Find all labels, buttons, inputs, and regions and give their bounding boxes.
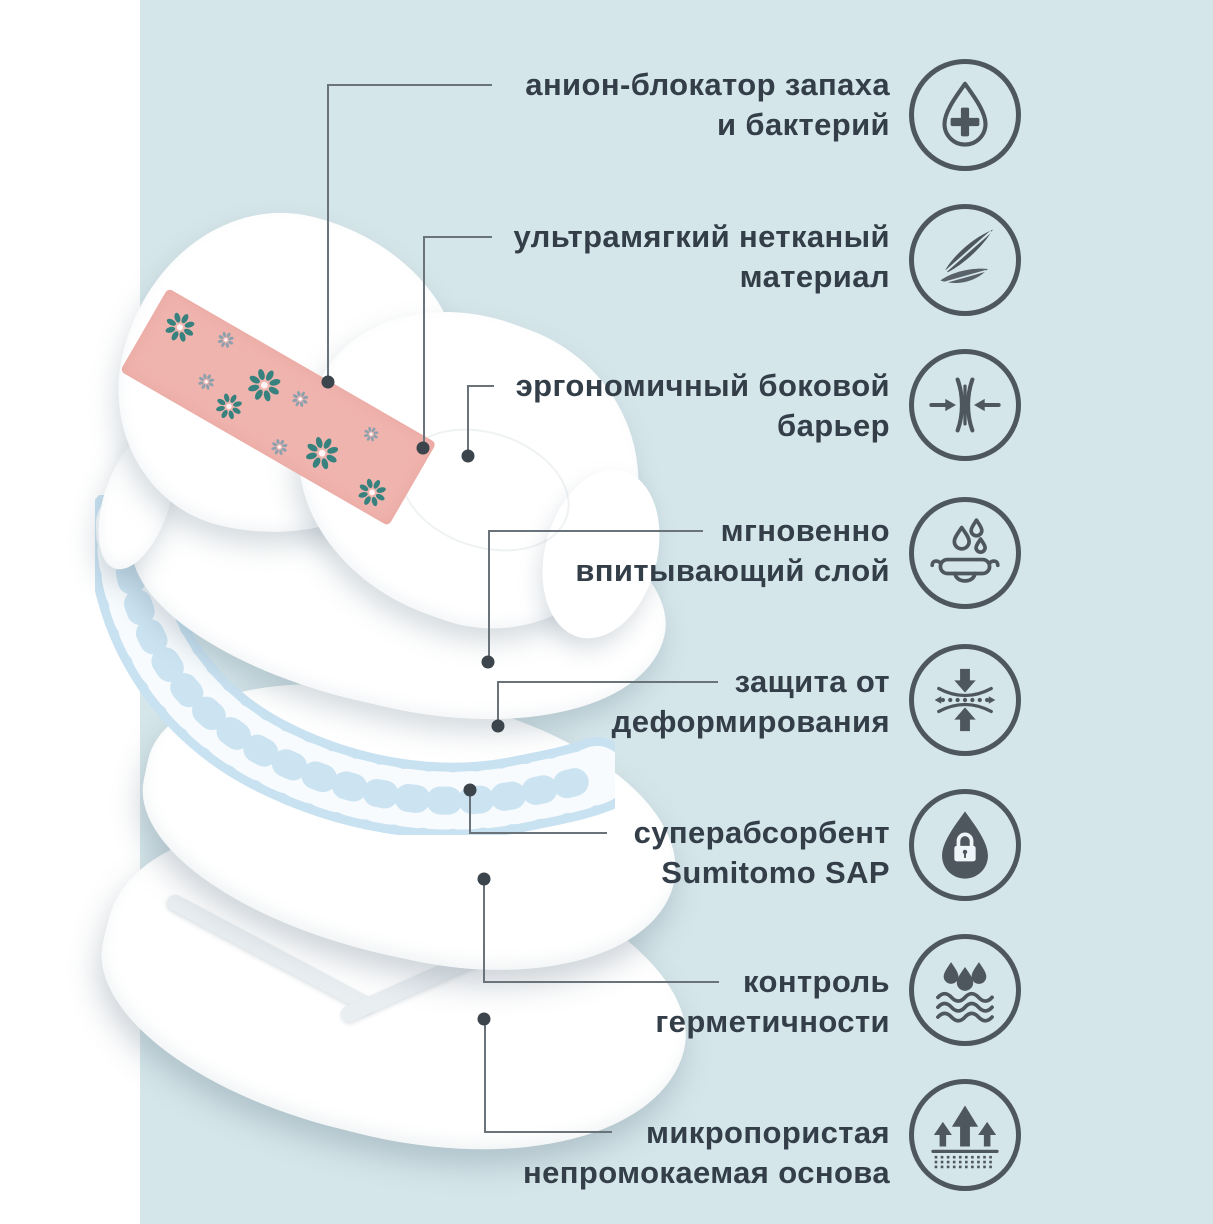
feature-text-line2: материал bbox=[739, 259, 890, 294]
connector-line bbox=[424, 236, 492, 238]
feature-label-soft-material: ультрамягкий нетканый материал bbox=[350, 217, 890, 297]
connector-line bbox=[468, 385, 494, 387]
feature-label-anion-blocker: анион-блокатор запаха и бактерий bbox=[350, 65, 890, 145]
anti-deformation-icon bbox=[934, 668, 996, 732]
feature-text-line1: ультрамягкий нетканый bbox=[513, 219, 890, 254]
locked-drop-icon bbox=[942, 811, 988, 879]
gray-flower-icon bbox=[212, 326, 239, 353]
connector-dot bbox=[481, 655, 495, 669]
connector-dot bbox=[477, 872, 491, 886]
gray-flower-icon bbox=[193, 368, 220, 395]
feature-text-line2: герметичности bbox=[655, 1004, 890, 1039]
feature-text-line1: эргономичный боковой bbox=[515, 368, 890, 403]
connector-dot bbox=[491, 719, 505, 733]
feature-label-leak-control: контроль герметичности bbox=[350, 962, 890, 1042]
connector-dot bbox=[461, 449, 475, 463]
feature-text-line1: микропористая bbox=[646, 1115, 890, 1150]
feature-badge bbox=[909, 204, 1021, 316]
feature-text-line1: защита от bbox=[734, 664, 890, 699]
side-compression-icon bbox=[929, 377, 1001, 433]
breathable-base-icon bbox=[931, 1105, 999, 1169]
feature-text-line2: деформирования bbox=[611, 704, 890, 739]
connector-line bbox=[497, 681, 499, 726]
connector-line bbox=[467, 385, 469, 456]
connector-line bbox=[469, 790, 471, 834]
feature-text-line1: мгновенно bbox=[720, 513, 890, 548]
feature-label-breathable-base: микропористая непромокаемая основа bbox=[350, 1113, 890, 1193]
gray-flower-icon bbox=[287, 385, 314, 412]
feature-badge bbox=[909, 59, 1021, 171]
connector-line bbox=[328, 84, 492, 86]
sap-rope-layer bbox=[95, 495, 615, 835]
connector-line bbox=[484, 1019, 486, 1133]
connector-line bbox=[469, 832, 607, 834]
feature-text-line2: Sumitomo SAP bbox=[661, 855, 890, 890]
feature-badge bbox=[909, 644, 1021, 756]
connector-line bbox=[489, 530, 703, 532]
teal-flower-icon bbox=[295, 426, 350, 481]
feature-text-line1: суперабсорбент bbox=[633, 815, 890, 850]
connector-line bbox=[484, 1131, 612, 1133]
feature-label-superabsorbent: суперабсорбент Sumitomo SAP bbox=[350, 813, 890, 893]
connector-line bbox=[498, 681, 718, 683]
connector-dot bbox=[416, 441, 430, 455]
absorbing-layer-icon bbox=[930, 518, 1000, 583]
gray-flower-icon bbox=[266, 433, 293, 460]
feature-text-line2: барьер bbox=[777, 408, 890, 443]
feature-label-absorbing-layer: мгновенно впитывающий слой bbox=[350, 511, 890, 591]
teal-flower-icon bbox=[155, 303, 204, 352]
feature-text-line2: впитывающий слой bbox=[575, 553, 890, 588]
connector-line bbox=[488, 530, 490, 662]
connector-dot bbox=[321, 375, 335, 389]
feature-badge bbox=[909, 1079, 1021, 1191]
feature-text-line2: и бактерий bbox=[716, 107, 890, 142]
feature-text-line1: контроль bbox=[743, 964, 890, 999]
connector-line bbox=[327, 84, 329, 382]
leak-control-icon bbox=[936, 962, 994, 1023]
feature-label-side-barrier: эргономичный боковой барьер bbox=[350, 366, 890, 446]
feature-label-anti-deformation: защита от деформирования bbox=[350, 662, 890, 742]
feature-badge bbox=[909, 934, 1021, 1046]
drop-cross-icon bbox=[942, 81, 988, 147]
feature-text-line1: анион-блокатор запаха bbox=[525, 67, 890, 102]
feather-icon bbox=[936, 229, 993, 286]
connector-line bbox=[483, 879, 485, 983]
feature-badge bbox=[909, 789, 1021, 901]
feature-badge bbox=[909, 349, 1021, 461]
connector-dot bbox=[463, 783, 477, 797]
connector-line bbox=[483, 981, 719, 983]
connector-line bbox=[423, 236, 425, 448]
connector-dot bbox=[477, 1012, 491, 1026]
feature-text-line2: непромокаемая основа bbox=[523, 1155, 890, 1190]
feature-badge bbox=[909, 497, 1021, 609]
